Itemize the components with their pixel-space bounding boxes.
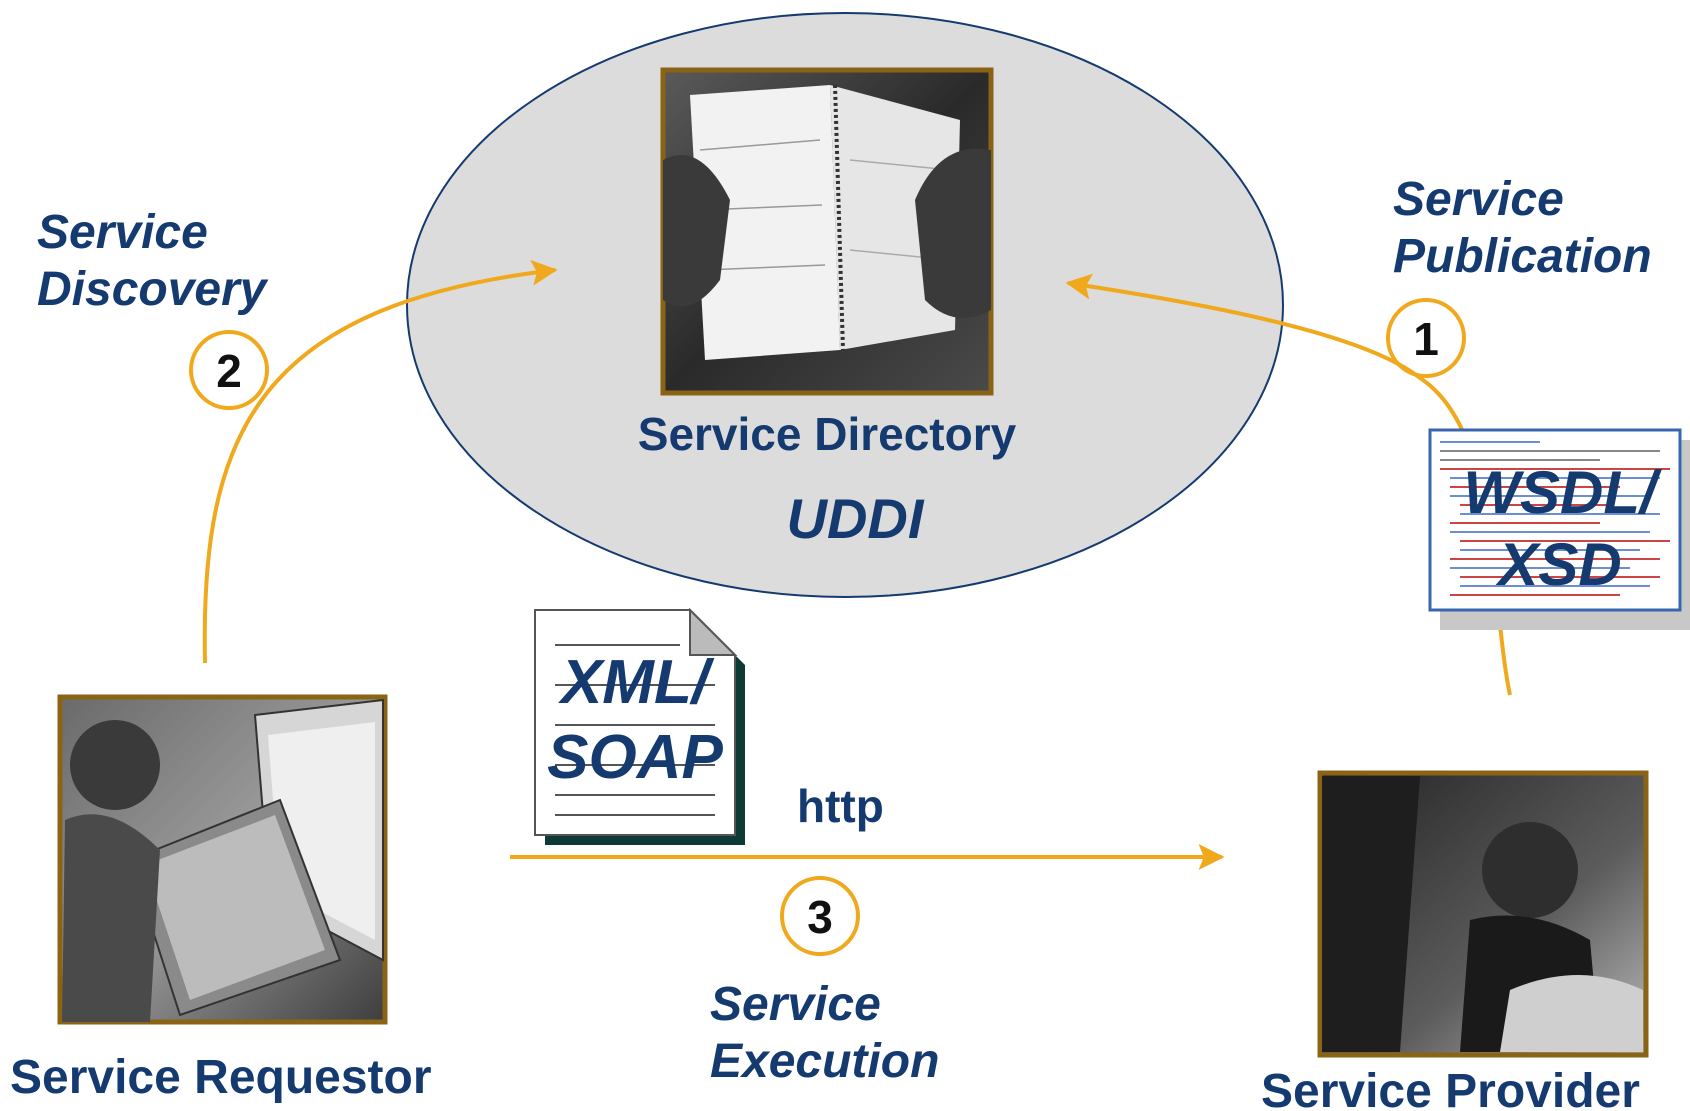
publication-label-line1: Service [1393,173,1564,226]
discovery-label-line1: Service [37,206,208,259]
wsdl-doc-line2: XSD [1495,531,1621,598]
soap-document: XML/ SOAP [534,607,745,845]
directory-subtitle: UDDI [787,487,925,550]
step-3-badge: 3 [780,876,860,956]
protocol-label: http [797,780,884,832]
wsdl-doc-line1: WSDL/ [1463,459,1662,526]
soap-doc-line2: SOAP [547,723,723,792]
step-2-badge: 2 [189,330,269,410]
step-1-number: 1 [1413,313,1439,365]
publication-label-line2: Publication [1393,230,1652,283]
soap-doc-line1: XML/ [558,648,715,717]
requestor-title: Service Requestor [10,1051,432,1104]
provider-title: Service Provider [1261,1065,1640,1111]
directory-photo [660,67,994,396]
discovery-label-line2: Discovery [37,263,269,316]
requestor-photo [57,694,388,1025]
provider-photo [1317,770,1649,1058]
directory-title: Service Directory [638,408,1017,460]
discovery-arrow [202,259,558,664]
wsdl-document: WSDL/ XSD [1428,428,1690,630]
wsdl-code-lines [1440,441,1670,596]
execution-label-line2: Execution [710,1035,939,1088]
execution-label-line1: Service [710,978,881,1031]
step-3-number: 3 [807,891,833,943]
step-1-badge: 1 [1386,298,1466,378]
step-2-number: 2 [216,345,242,397]
